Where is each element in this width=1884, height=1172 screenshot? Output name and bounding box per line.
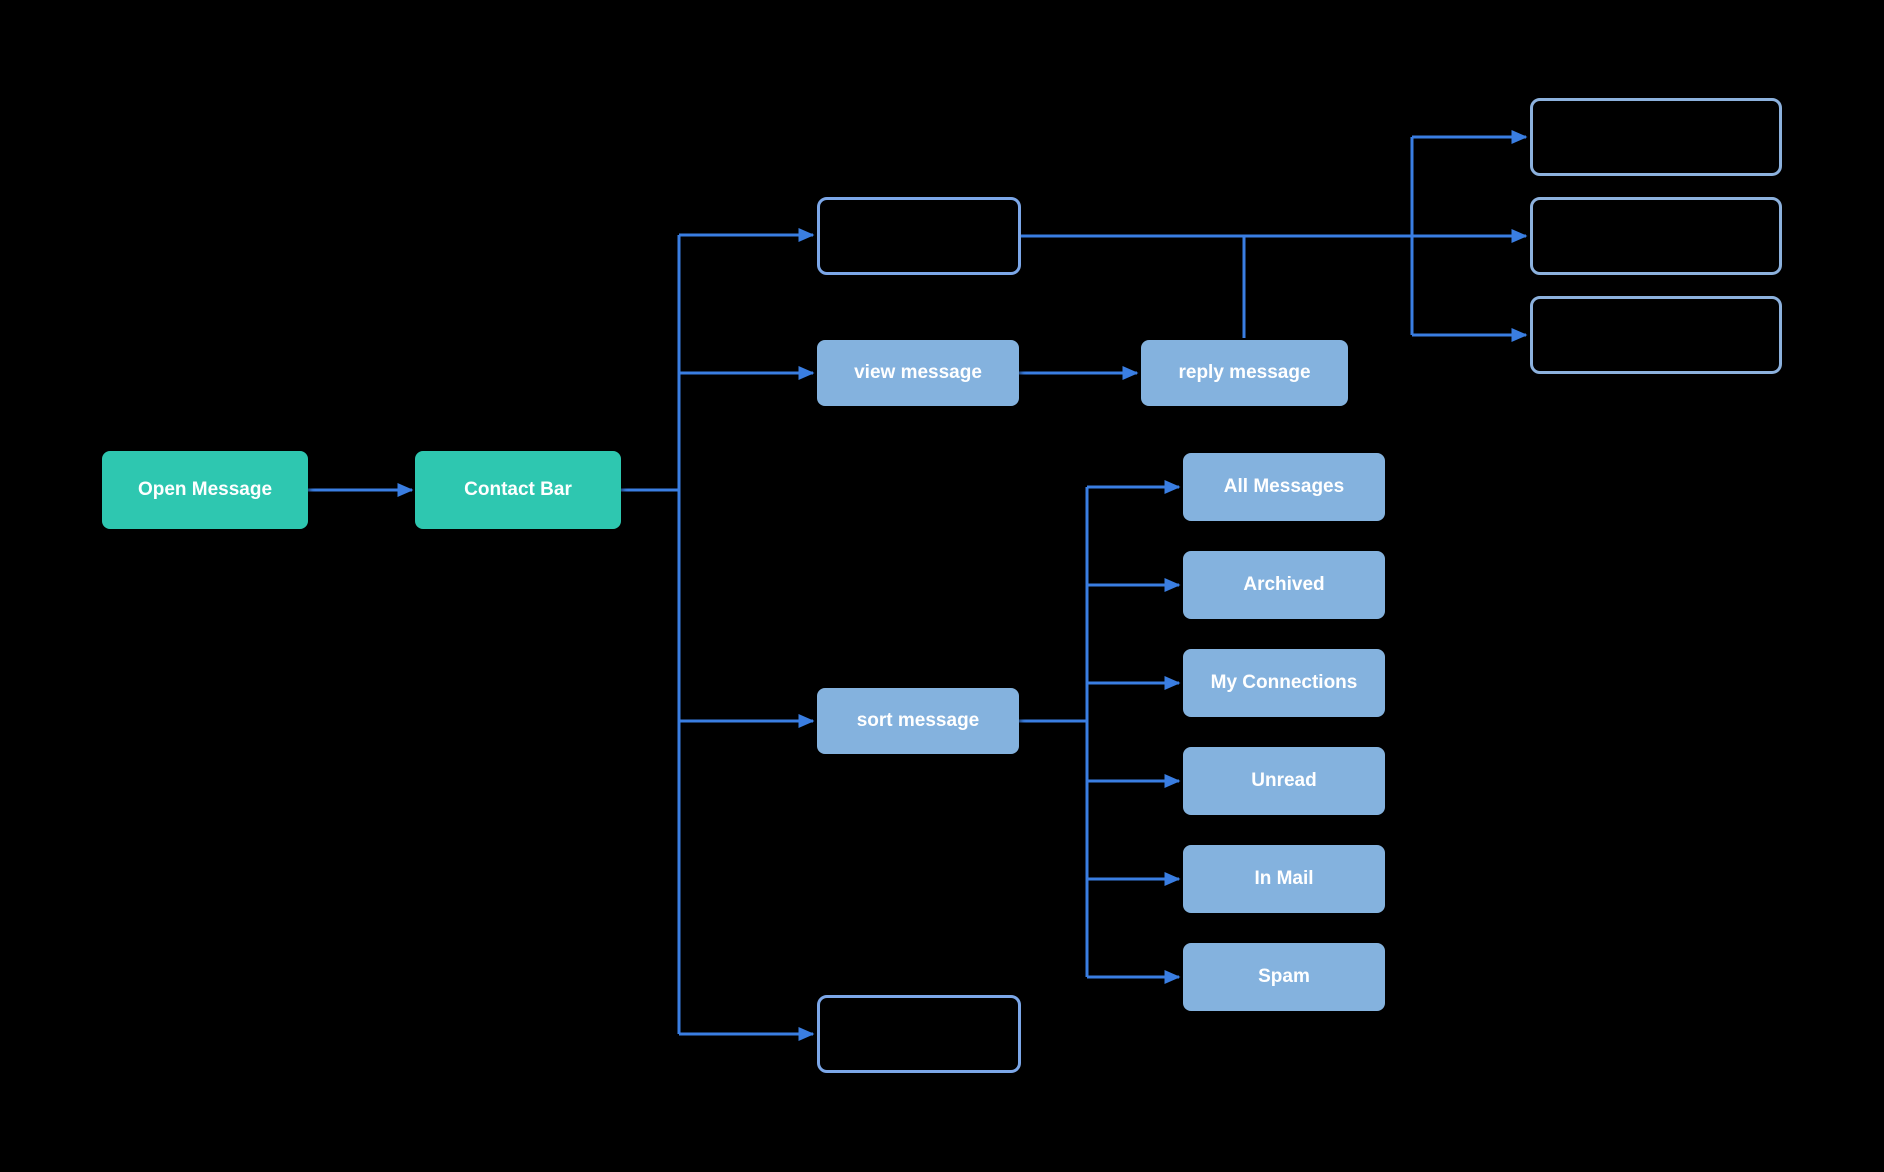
node-reply-message[interactable]: reply message	[1141, 340, 1348, 406]
node-placeholder-right-3[interactable]	[1530, 296, 1782, 374]
node-archived[interactable]: Archived	[1183, 551, 1385, 619]
node-unread[interactable]: Unread	[1183, 747, 1385, 815]
node-label: Spam	[1258, 966, 1310, 987]
node-open-message[interactable]: Open Message	[102, 451, 308, 529]
node-placeholder-bottom[interactable]	[817, 995, 1021, 1073]
node-in-mail[interactable]: In Mail	[1183, 845, 1385, 913]
node-label: All Messages	[1223, 476, 1345, 497]
node-placeholder-right-2[interactable]	[1530, 197, 1782, 275]
node-label: My Connections	[1210, 672, 1358, 693]
node-placeholder-top[interactable]	[817, 197, 1021, 275]
node-placeholder-right-1[interactable]	[1530, 98, 1782, 176]
node-label: Open Message	[137, 479, 273, 500]
node-label: Archived	[1243, 574, 1325, 595]
node-sort-message[interactable]: sort message	[817, 688, 1019, 754]
node-my-connections[interactable]: My Connections	[1183, 649, 1385, 717]
node-label: In Mail	[1254, 868, 1314, 889]
node-label: Contact Bar	[464, 479, 572, 500]
node-label: reply message	[1178, 362, 1311, 383]
node-spam[interactable]: Spam	[1183, 943, 1385, 1011]
node-label: view message	[854, 362, 982, 383]
node-label: Unread	[1251, 770, 1317, 791]
node-view-message[interactable]: view message	[817, 340, 1019, 406]
node-all-messages[interactable]: All Messages	[1183, 453, 1385, 521]
node-label: sort message	[856, 710, 980, 731]
node-contact-bar[interactable]: Contact Bar	[415, 451, 621, 529]
